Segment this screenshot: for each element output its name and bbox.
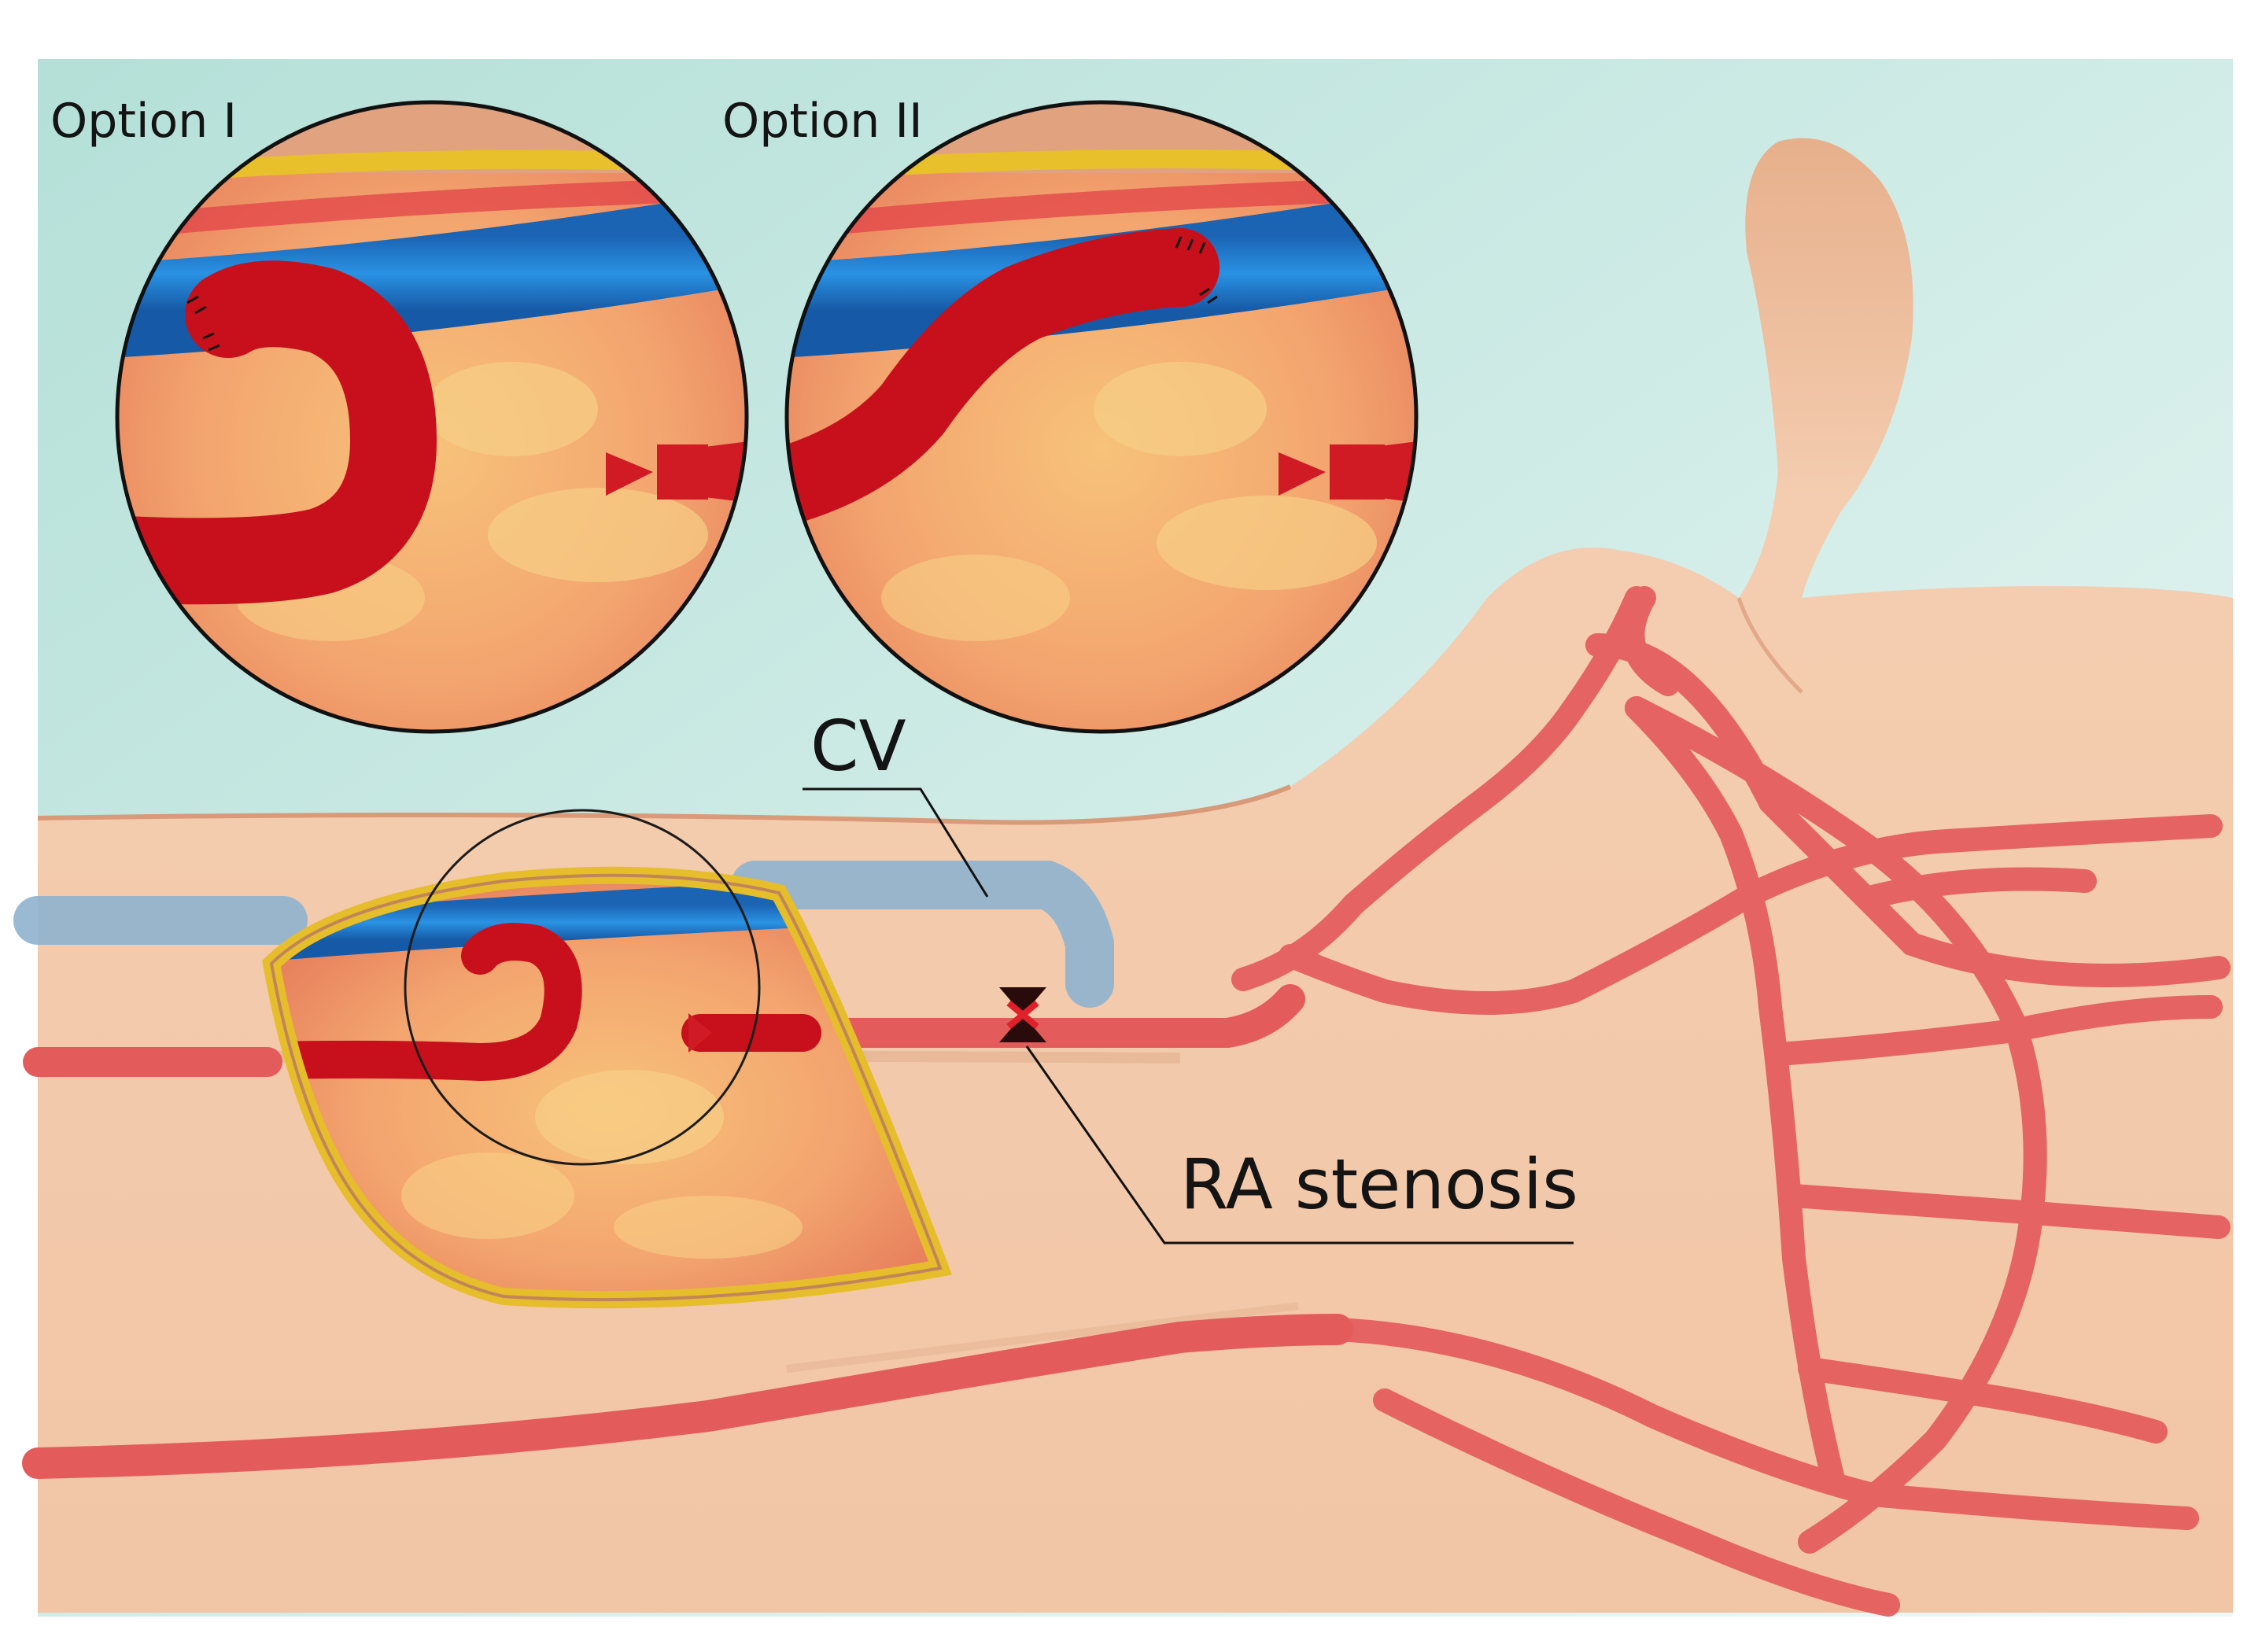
option-1-label: Option I: [50, 94, 238, 149]
cephalic-vein-faded: [13, 861, 1114, 1008]
zoom-circle-small: [404, 809, 761, 1166]
forearm-arteries: [22, 984, 1353, 1479]
callout-lines: [803, 787, 1574, 1245]
cephalic-vein-label: CV: [810, 706, 906, 787]
option-2-label: Option II: [722, 94, 923, 149]
ra-stenosis-label: RA stenosis: [1180, 1144, 1578, 1225]
stenosis-marker: [999, 987, 1046, 1042]
surgical-wound: [262, 809, 953, 1309]
hand-arteries: [1231, 586, 2231, 1617]
